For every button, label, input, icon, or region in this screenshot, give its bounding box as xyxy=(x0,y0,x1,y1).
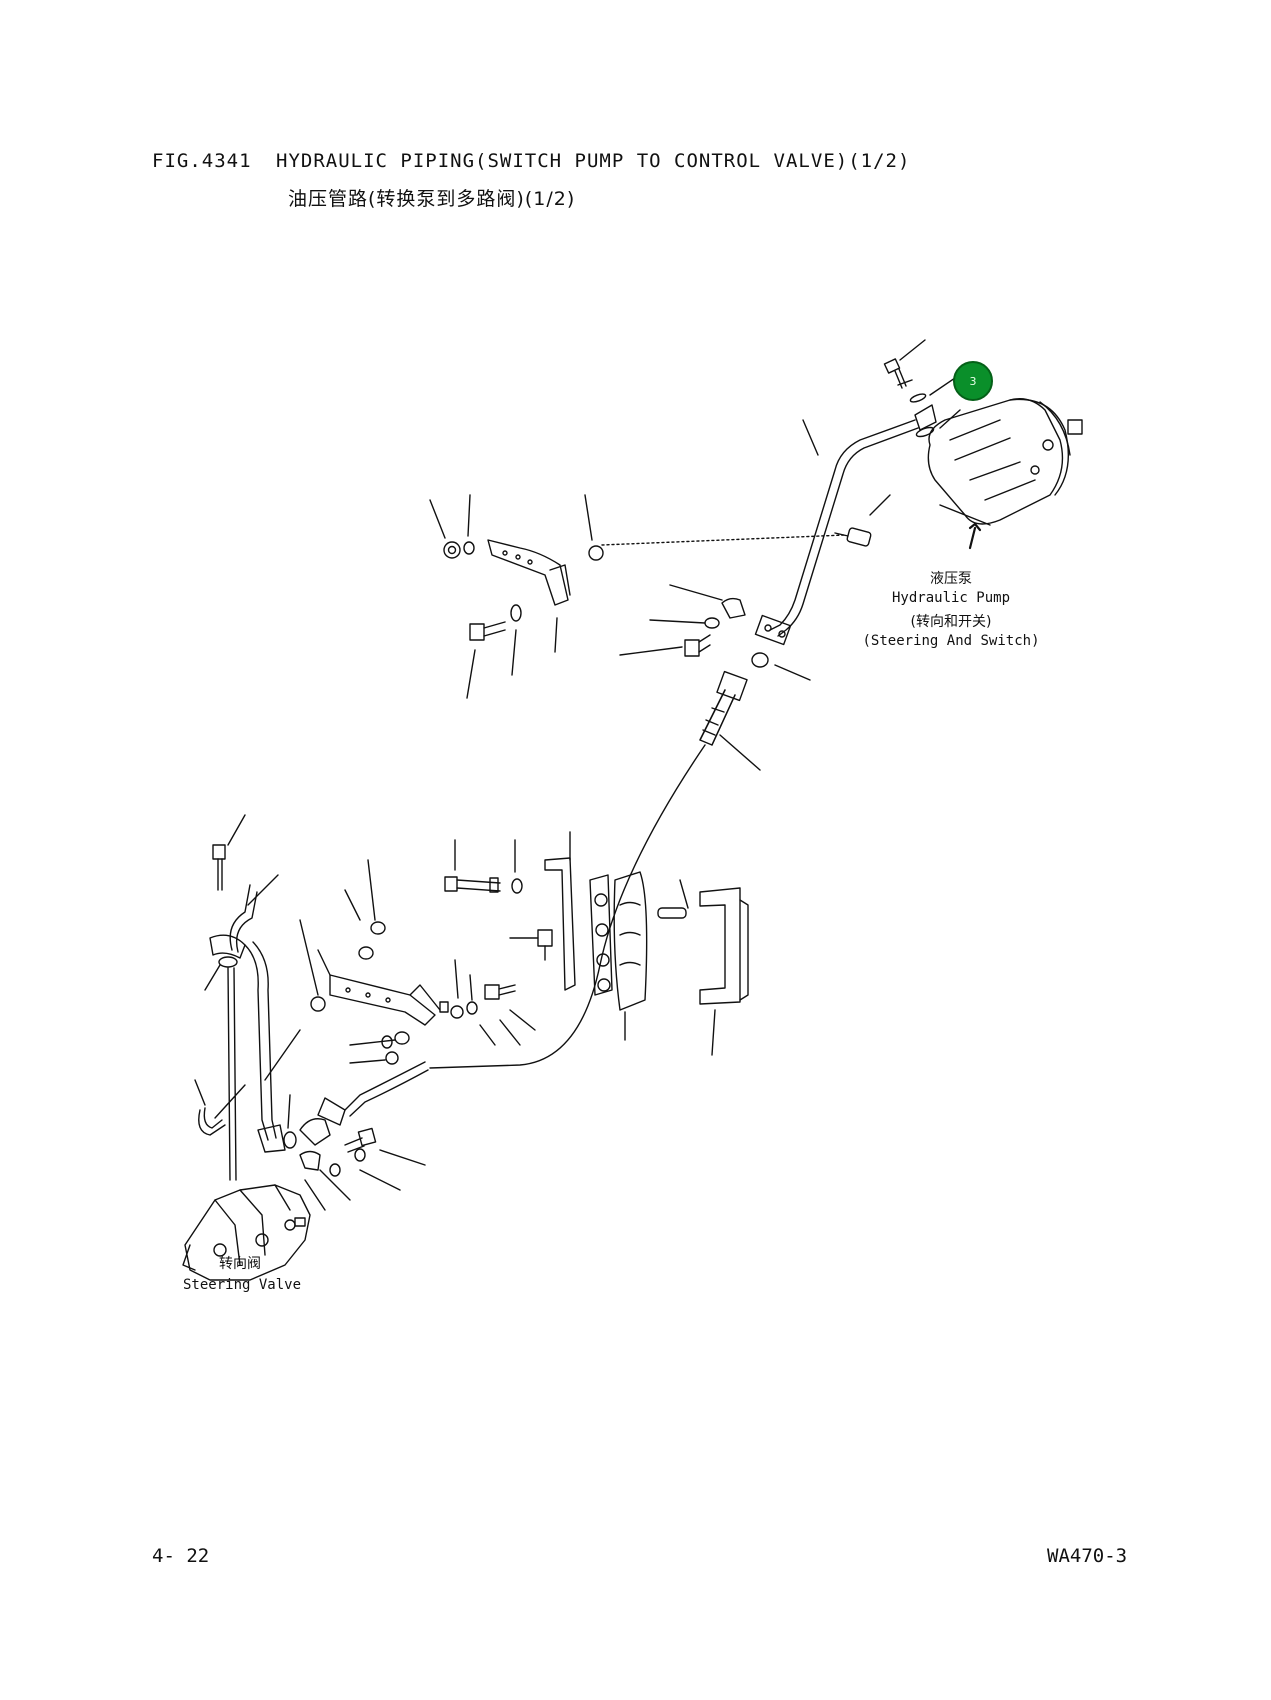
steering-valve-drawing xyxy=(183,1185,310,1280)
alignment-line xyxy=(602,535,845,545)
pump-sublabel-chinese: (转向和开关) xyxy=(910,614,992,630)
page-number: 4- 22 xyxy=(152,1545,210,1567)
figure-title-chinese: 油压管路(转换泵到多路阀)(1/2) xyxy=(288,188,576,210)
left-bracket-plate xyxy=(300,860,440,1064)
model-number: WA470-3 xyxy=(1047,1545,1128,1567)
middle-bracket-group xyxy=(445,832,575,990)
part-callout-3[interactable]: 3 xyxy=(953,361,993,401)
valve-label-english: Steering Valve xyxy=(182,1277,302,1293)
u-bolt xyxy=(195,1080,245,1135)
valve-label-chinese: 转向阀 xyxy=(219,1256,261,1272)
pump-sublabel-english: (Steering And Switch) xyxy=(862,633,1040,649)
flexible-hose xyxy=(318,672,760,1125)
lower-fittings xyxy=(284,1095,425,1210)
middle-bolt-group xyxy=(440,960,535,1045)
pump-label-english: Hydraulic Pump xyxy=(891,590,1011,606)
upper-bolt-and-seals xyxy=(884,340,960,438)
upper-bracket-group xyxy=(430,495,603,698)
figure-title-english: HYDRAULIC PIPING(SWITCH PUMP TO CONTROL … xyxy=(276,150,911,172)
block-clamps xyxy=(590,872,748,1055)
hydraulic-pump-drawing xyxy=(928,399,1082,548)
clip-fitting xyxy=(835,495,890,547)
left-vertical-tube xyxy=(205,815,300,1180)
pump-label-chinese: 液压泵 xyxy=(930,571,972,587)
elbow-clamps xyxy=(620,585,810,680)
figure-number: FIG.4341 xyxy=(152,150,252,172)
pump-outlet-tube xyxy=(755,420,918,645)
